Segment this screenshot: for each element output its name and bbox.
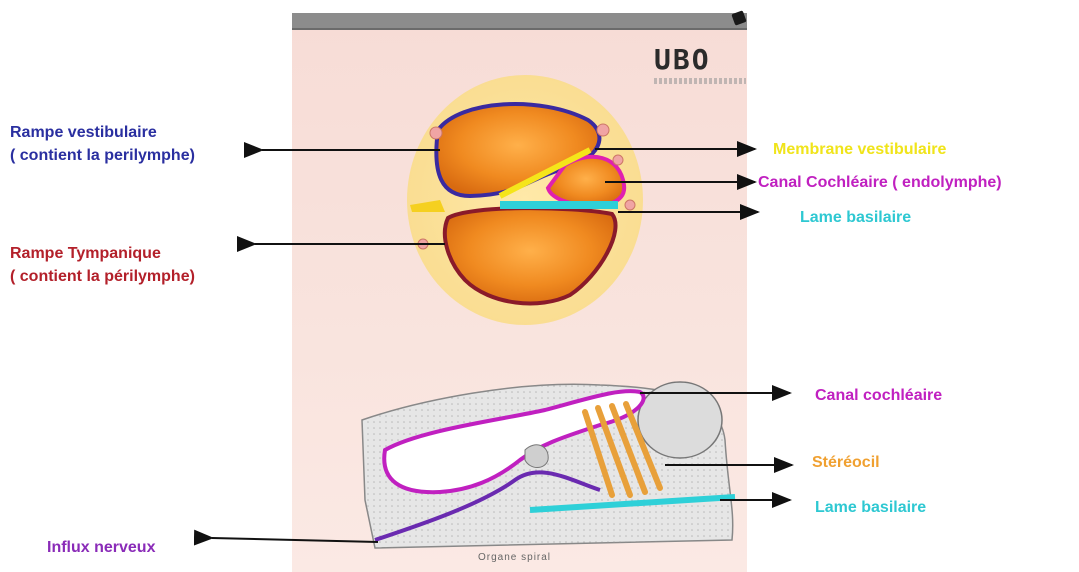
label-influx-nerveux: Influx nerveux (47, 536, 155, 559)
label-lame-basilaire-top: Lame basilaire (800, 206, 911, 229)
label-membrane-vestibulaire: Membrane vestibulaire (773, 138, 946, 161)
label-rampe-vestibulaire-note: ( contient la perilymphe) (10, 144, 195, 167)
label-rampe-tympanique-note: ( contient la périlymphe) (10, 265, 195, 288)
label-rampe-tympanique: Rampe Tympanique (10, 242, 161, 265)
label-lame-basilaire-bottom: Lame basilaire (815, 496, 926, 519)
cochlea-cross-section (407, 75, 643, 325)
caption-organe-spiral: Organe spiral (478, 552, 551, 563)
arrow-influx-nerveux (212, 538, 378, 542)
label-stereocil: Stéréocil (812, 451, 880, 474)
label-rampe-vestibulaire: Rampe vestibulaire (10, 121, 157, 144)
lame-basilaire-band (500, 201, 618, 209)
label-canal-cochleaire-bottom: Canal cochléaire (815, 384, 942, 407)
label-canal-cochleaire-top: Canal Cochléaire ( endolymphe) (758, 171, 1002, 194)
